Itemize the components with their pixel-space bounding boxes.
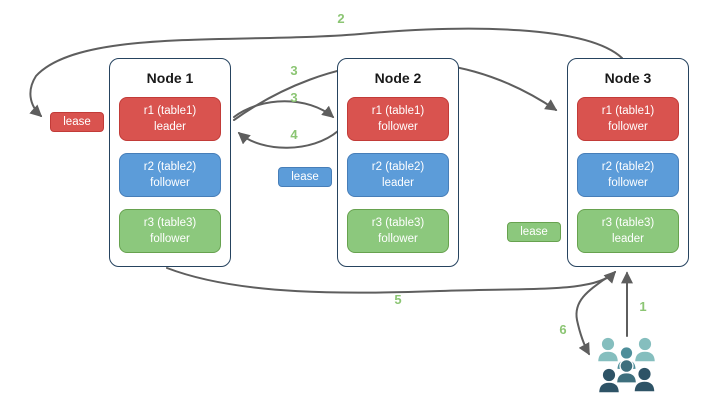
person-icon <box>597 367 621 394</box>
arrow-step-5-node1-to-node3 <box>166 267 617 294</box>
replica-role: follower <box>608 121 648 133</box>
node-3-box: Node 3 r1 (table1) follower r2 (table2) … <box>567 58 689 267</box>
node2-r2-replica: r2 (table2) leader <box>347 153 449 197</box>
replica-name: r3 (table3) <box>371 216 425 229</box>
lease-label-table2: lease <box>278 167 332 187</box>
replica-name: r3 (table3) <box>143 216 197 229</box>
node-3-title: Node 3 <box>604 70 652 86</box>
node1-r1-replica: r1 (table1) leader <box>119 97 221 141</box>
arrow-step-6-node3-to-users <box>575 272 614 356</box>
node1-r3-replica: r3 (table3) follower <box>119 209 221 253</box>
replica-role: follower <box>150 233 190 245</box>
replica-name: r1 (table1) <box>371 104 425 117</box>
replica-name: r2 (table2) <box>143 160 197 173</box>
person-icon <box>633 366 656 393</box>
replica-name: r3 (table3) <box>601 216 655 229</box>
replica-role: leader <box>612 233 644 245</box>
users-group-icon <box>596 336 657 394</box>
step-label-3-upper: 3 <box>290 63 298 78</box>
node1-r2-replica: r2 (table2) follower <box>119 153 221 197</box>
replica-role: follower <box>150 177 190 189</box>
node3-r2-replica: r2 (table2) follower <box>577 153 679 197</box>
arrow-step-3-replicate-to-node2 <box>233 100 335 119</box>
replica-role: leader <box>154 121 186 133</box>
replica-name: r2 (table2) <box>371 160 425 173</box>
node3-r3-replica: r3 (table3) leader <box>577 209 679 253</box>
replica-name: r2 (table2) <box>601 160 655 173</box>
node3-r1-replica: r1 (table1) follower <box>577 97 679 141</box>
arrow-step-4-ack-to-node1 <box>237 130 339 149</box>
replica-name: r1 (table1) <box>601 104 655 117</box>
lease-label-table3: lease <box>507 222 561 242</box>
lease-label-table1: lease <box>50 112 104 132</box>
step-label-4: 4 <box>290 127 298 142</box>
node-2-title: Node 2 <box>374 70 422 86</box>
step-label-6: 6 <box>559 322 567 337</box>
person-icon <box>615 358 638 384</box>
arrow-step-2-lease-transfer <box>29 27 623 118</box>
node-1-replicas: r1 (table1) leader r2 (table2) follower … <box>110 97 230 253</box>
step-label-1: 1 <box>639 299 647 314</box>
node-1-title: Node 1 <box>146 70 194 86</box>
step-label-5: 5 <box>394 292 402 307</box>
step-label-3-lower: 3 <box>290 90 298 105</box>
node-2-replicas: r1 (table1) follower r2 (table2) leader … <box>338 97 458 253</box>
replica-role: follower <box>378 233 418 245</box>
person-icon <box>633 336 657 363</box>
person-icon <box>596 336 620 363</box>
node2-r3-replica: r3 (table3) follower <box>347 209 449 253</box>
replica-role: follower <box>378 121 418 133</box>
node-2-box: Node 2 r1 (table1) follower r2 (table2) … <box>337 58 459 267</box>
replica-name: r1 (table1) <box>143 104 197 117</box>
node-1-box: Node 1 r1 (table1) leader r2 (table2) fo… <box>109 58 231 267</box>
node-3-replicas: r1 (table1) follower r2 (table2) followe… <box>568 97 688 253</box>
replica-role: follower <box>608 177 648 189</box>
replica-role: leader <box>382 177 414 189</box>
step-label-2: 2 <box>337 11 345 26</box>
node2-r1-replica: r1 (table1) follower <box>347 97 449 141</box>
